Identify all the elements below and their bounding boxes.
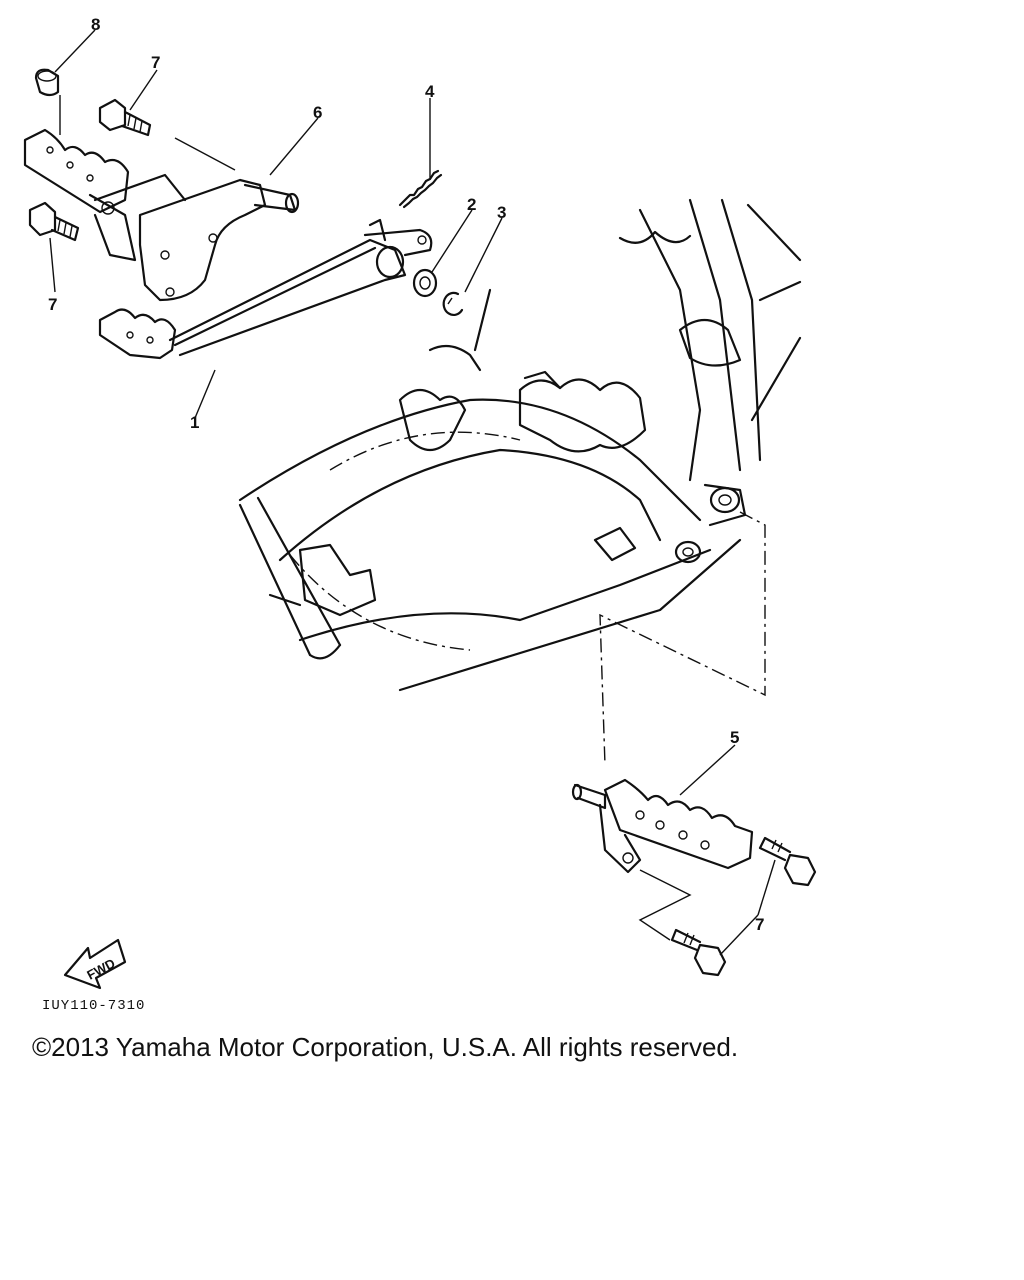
- drawing-code: IUY110-7310: [42, 998, 146, 1014]
- parts-diagram: 8 7 6 4 2 3 7 1 5 7 FWD: [23, 15, 817, 990]
- bolt-right-upper: [758, 836, 817, 887]
- callout-numbers: 8 7 6 4 2 3 7 1 5 7: [48, 15, 764, 934]
- circlip: [442, 291, 464, 317]
- footrest-left: [23, 128, 187, 262]
- frame-assembly: [238, 198, 802, 766]
- callout-6: 6: [313, 103, 322, 122]
- leader-lines: [49, 29, 776, 956]
- bolt-lower-left: [28, 201, 80, 242]
- footrest-right: [571, 778, 754, 941]
- callout-7-left: 7: [48, 295, 57, 314]
- footrest-bracket-left: [138, 137, 300, 302]
- callout-3: 3: [497, 203, 506, 222]
- bolt-upper: [98, 98, 152, 137]
- washer: [412, 268, 438, 298]
- callout-1: 1: [190, 413, 199, 432]
- callout-4: 4: [425, 82, 435, 101]
- fwd-arrow-icon: FWD: [63, 938, 127, 990]
- fwd-label: FWD: [84, 955, 117, 982]
- callout-5: 5: [730, 728, 739, 747]
- callout-8: 8: [91, 15, 100, 34]
- copyright-notice: ©2013 Yamaha Motor Corporation, U.S.A. A…: [32, 1032, 739, 1062]
- bolt-right-lower: [670, 928, 727, 977]
- cap: [34, 68, 60, 97]
- callout-7-right: 7: [755, 915, 764, 934]
- callout-2: 2: [467, 195, 476, 214]
- brake-pedal: [98, 218, 433, 360]
- callout-7-upper: 7: [151, 53, 160, 72]
- return-spring: [398, 169, 443, 209]
